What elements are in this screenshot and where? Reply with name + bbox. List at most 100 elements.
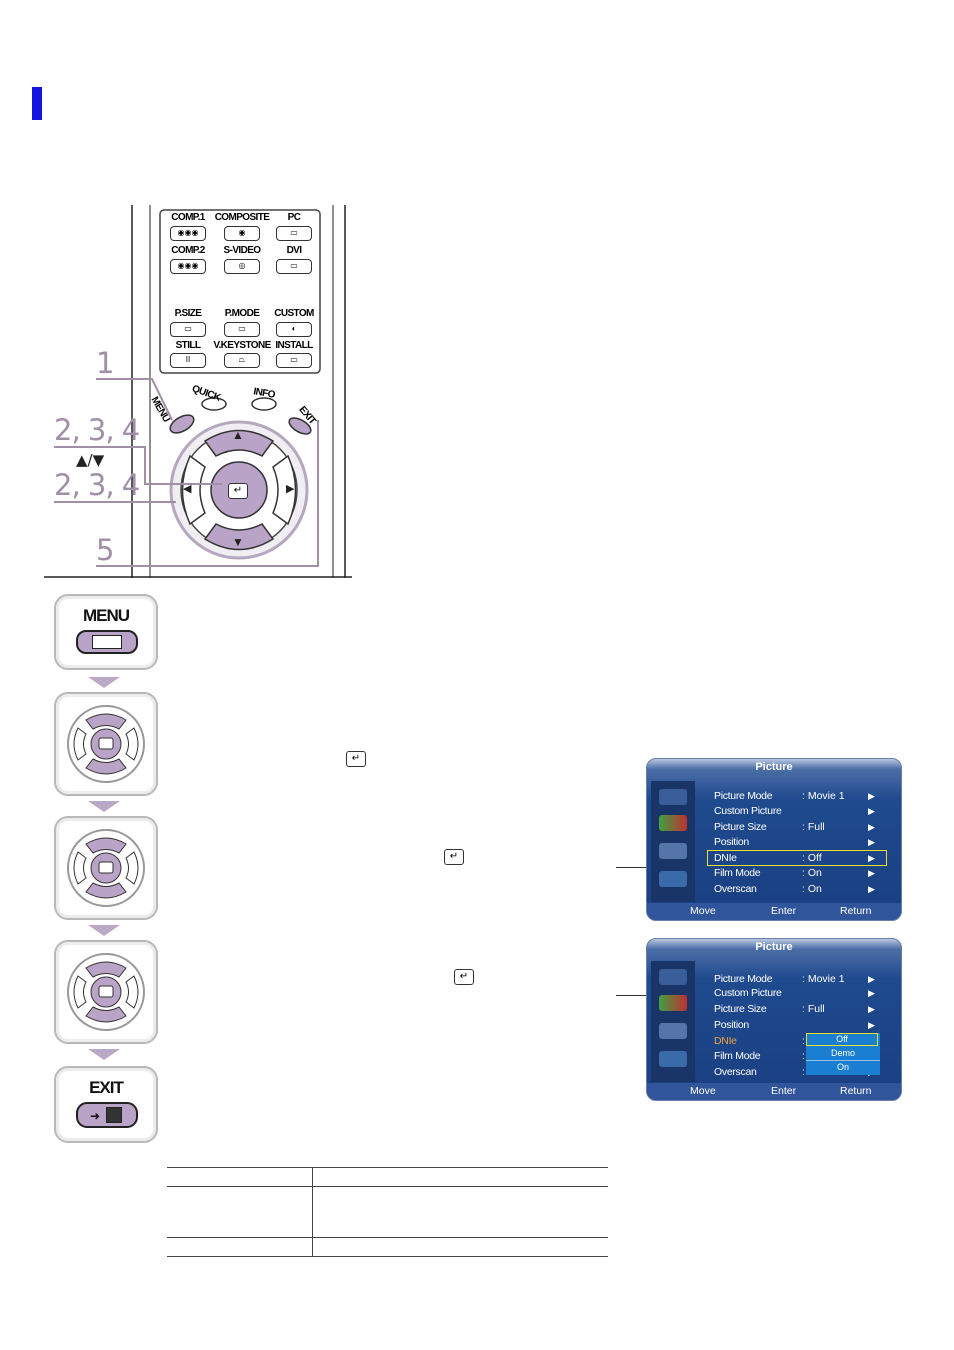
osd2-row-label-selected[interactable]: DNIe [714,1035,737,1047]
option-table [167,1167,608,1257]
osd2-row-arrow: ▶ [868,988,875,998]
osd-picture-menu-2: Picture Picture Mode : Movie 1 ▶ Custom … [646,938,902,1101]
osd1-row-arrow: ▶ [868,884,875,894]
osd1-leader [616,867,646,868]
osd2-footer-return: Return [840,1085,872,1097]
osd1-footer-return: Return [840,905,872,917]
osd2-footer-enter: Enter [771,1085,797,1097]
osd1-row-arrow: ▶ [868,822,875,832]
osd1-footer-enter: Enter [771,905,797,917]
dropdown-option-off[interactable]: Off [806,1033,878,1046]
remote-up-arrow[interactable]: ▲ [232,428,244,442]
comp1-label: COMP.1 [171,212,205,223]
osd2-row-label[interactable]: Picture Size [714,1003,767,1015]
section-marker [32,87,42,120]
composite-button[interactable]: ◉ [224,226,260,241]
psize-button[interactable]: ▭ [170,322,206,337]
setup-icon [659,871,687,887]
pc-label: PC [287,212,301,223]
install-label: INSTALL [275,340,313,351]
step-exit-label: EXIT [89,1078,124,1097]
osd2-row-value: : Full [802,1003,825,1015]
pc-button[interactable]: ▭ [276,226,312,241]
callout-234-b: 2, 3, 4 [54,468,140,502]
sound-icon [659,843,687,859]
callout-234-a: 2, 3, 4 [54,413,140,447]
callout-updown: ▲/▼ [76,451,105,469]
comp2-label: COMP.2 [171,245,205,256]
osd1-row-value: : Full [802,821,825,833]
remote-outline [44,205,352,578]
picture-icon [659,995,687,1011]
table-rule-top [167,1167,608,1168]
exit-button-icon: ➜ [76,1102,138,1128]
remote-left-arrow[interactable]: ◀ [183,483,192,495]
dpad-icon [67,705,145,783]
comp1-button[interactable]: ◉◉◉ [170,226,206,241]
osd2-title: Picture [755,941,793,953]
input-icon [659,969,687,985]
vkeystone-button[interactable]: ⏢ [224,353,260,368]
remote-enter-button[interactable]: ↵ [228,483,248,499]
osd2-row-label[interactable]: Position [714,1019,749,1031]
callout-5: 5 [96,533,114,567]
table-column-divider [312,1167,313,1256]
osd2-row-label[interactable]: Overscan [714,1066,757,1078]
step-arrow-3 [88,925,120,936]
step-menu-box: MENU [54,594,158,670]
osd1-row-arrow: ▶ [868,868,875,878]
still-label: STILL [175,340,201,351]
step-exit-box: EXIT ➜ [54,1066,158,1143]
osd1-row-label[interactable]: Position [714,836,749,848]
osd1-row-value: : Movie 1 [802,790,845,802]
osd1-row-value: : Off [802,852,822,864]
osd2-row-value: : [802,1035,805,1047]
pmode-button[interactable]: ▭ [224,322,260,337]
osd1-sidebar [651,781,695,902]
dvi-button[interactable]: ▭ [276,259,312,274]
custom-button[interactable]: ◐ [276,322,312,337]
osd2-row-arrow: ▶ [868,1020,875,1030]
osd1-row-label[interactable]: Film Mode [714,867,761,879]
comp2-button[interactable]: ◉◉◉ [170,259,206,274]
osd1-row-label[interactable]: DNIe [714,852,737,864]
osd1-row-arrow: ▶ [868,837,875,847]
svideo-button[interactable]: ◎ [224,259,260,274]
composite-label: COMPOSITE [214,212,270,223]
osd2-row-label[interactable]: Custom Picture [714,987,782,999]
osd2-row-label[interactable]: Picture Mode [714,973,773,985]
osd1-row-label[interactable]: Overscan [714,883,757,895]
osd2-row-value: : [802,1050,805,1062]
osd1-dnie-highlight [707,850,887,866]
osd2-footer: Move Enter Return [647,1083,901,1100]
table-rule-bottom [167,1256,608,1257]
sound-icon [659,1023,687,1039]
osd1-row-value: : On [802,883,822,895]
callout-1: 1 [96,346,114,380]
osd1-footer-move: Move [690,905,716,917]
dpad-icon [67,829,145,907]
osd2-row-arrow: ▶ [868,1004,875,1014]
picture-icon [659,815,687,831]
dpad-icon [67,953,145,1031]
osd1-row-label[interactable]: Picture Mode [714,790,773,802]
osd1-row-arrow: ▶ [868,853,875,863]
dropdown-option-demo[interactable]: Demo [806,1047,880,1061]
osd1-title: Picture [755,761,793,773]
osd1-row-arrow: ▶ [868,806,875,816]
vkeystone-label: V.KEYSTONE [213,340,271,351]
osd2-leader [616,995,646,996]
remote-down-arrow[interactable]: ▼ [232,535,244,549]
osd1-row-label[interactable]: Custom Picture [714,805,782,817]
remote-right-arrow[interactable]: ▶ [286,483,295,495]
osd2-sidebar [651,961,695,1082]
osd1-row-label[interactable]: Picture Size [714,821,767,833]
enter-icon: ↵ [454,969,474,985]
dnie-dropdown: Off Demo On [806,1033,880,1075]
dropdown-option-on[interactable]: On [836,1062,849,1072]
osd2-row-label[interactable]: Film Mode [714,1050,761,1062]
psize-label: P.SIZE [174,308,202,319]
still-button[interactable]: II [170,353,206,368]
osd2-footer-move: Move [690,1085,716,1097]
install-button[interactable]: ▭ [276,353,312,368]
